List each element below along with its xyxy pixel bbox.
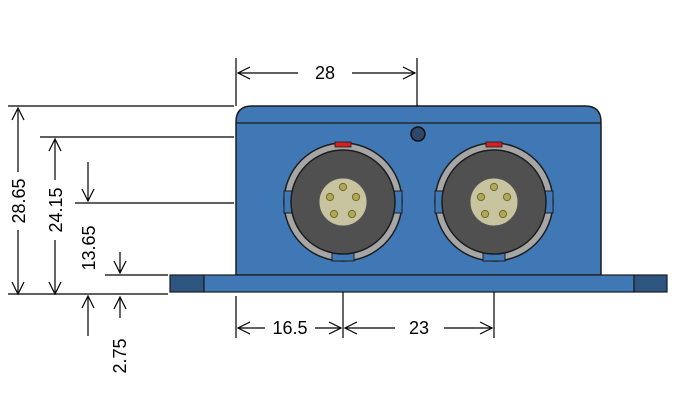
label-top-width: 28: [315, 63, 335, 83]
label-center-height: 13.65: [79, 225, 99, 270]
flange-middle: [203, 274, 635, 293]
arrow-left-offset-left: [236, 321, 251, 335]
connector-pin: [347, 209, 357, 219]
label-left-offset: 16.5: [272, 318, 307, 338]
dimension-labels: 28 28.65 24.15 13.65 2.75 16.5 23: [9, 63, 429, 374]
connector-key-mark: [485, 141, 503, 148]
arrow-total-height-top: [11, 106, 25, 121]
arrow-top-width-right: [402, 66, 417, 80]
label-edge-height: 24.15: [46, 187, 66, 232]
connector-pin: [498, 209, 508, 219]
arrow-edge-height-bottom: [48, 281, 62, 296]
arrow-top-width-left: [236, 66, 251, 80]
label-total-height: 28.65: [9, 178, 29, 223]
label-flange-thickness: 2.75: [110, 338, 130, 373]
connectors: [283, 141, 554, 262]
connector-pin: [329, 209, 339, 219]
mounting-flange: [169, 274, 668, 293]
arrow-center-height: [81, 188, 95, 203]
connector-pin: [489, 182, 499, 192]
dimension-lines: [8, 58, 495, 338]
arrow-spacing-right: [479, 321, 494, 335]
connector-pin: [338, 182, 348, 192]
label-connector-spacing: 23: [409, 318, 429, 338]
connector-pin: [480, 209, 490, 219]
arrow-edge-height-top: [48, 137, 62, 152]
flange-right-end: [633, 274, 668, 293]
mounting-hole: [410, 126, 426, 142]
flange-left-end: [169, 274, 205, 293]
connector-pin: [476, 192, 486, 202]
connector-pin: [351, 192, 361, 202]
connector-pin: [502, 192, 512, 202]
arrow-flange-lower-left: [81, 294, 95, 309]
arrow-flange-lower: [113, 295, 127, 310]
arrow-left-offset-right: [328, 321, 343, 335]
arrow-spacing-left: [343, 321, 358, 335]
arrow-flange-upper: [113, 260, 127, 275]
connector-2: [434, 141, 554, 262]
connector-pin: [325, 192, 335, 202]
arrow-total-height-bottom: [11, 281, 25, 296]
connector-1: [283, 141, 403, 262]
connector-key-mark: [334, 141, 352, 148]
